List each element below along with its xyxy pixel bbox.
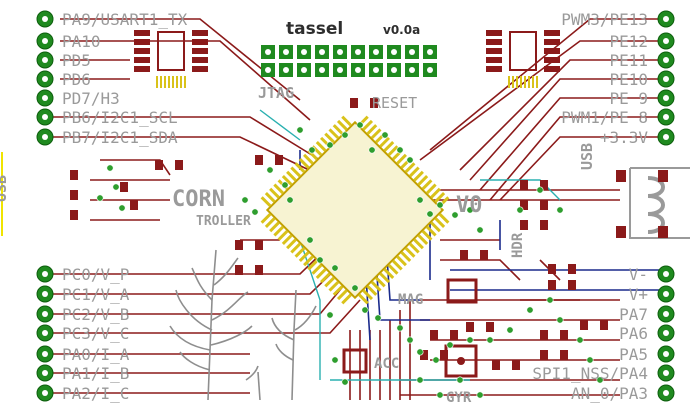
mag-label: MAG [398,292,423,308]
ic-footprint-top-left [134,30,208,88]
accelerometer-ic [342,348,368,374]
pin-label: PWM1/PE 8 [561,108,648,127]
pin-label: PA0/I_A [62,345,130,364]
left-top-pin-labels: PA9/USART1_TX PA10PD5PD6PD7/H3PB6/I2C1_SC… [62,10,188,147]
pin-label: PWM3/PE13 [561,10,648,29]
version-mark: V0 [456,193,483,218]
right-edge-connector [657,10,675,402]
top-copper-traces [52,18,660,400]
pin-label: PA1/I_B [62,364,129,383]
hdr-label: HDR [510,232,526,258]
pin-label: PA7 [619,305,648,324]
gyr-label: GYR [446,390,472,406]
pin-label: PE11 [609,51,648,70]
board-version: v0.0a [383,23,420,37]
pin-label: +3.3V [600,128,649,147]
pin-label: AN_0/PA3 [571,384,648,403]
pin-label: PA10 [62,32,101,51]
pin-label: PE12 [609,32,648,51]
logo-corn: CORN [172,187,225,212]
magnetometer-ic [446,278,478,304]
usb-right-label: USB [578,143,596,170]
pin-label: V+ [629,285,648,304]
pin-label: PC0/V_P [62,265,129,284]
jtag-label: JTAG [258,84,294,102]
vias [96,121,604,399]
usb-left-label: USB [0,175,10,202]
pin-label: PC1/V_A [62,285,130,304]
pin-label: PA5 [619,345,648,364]
pin-label: PC2/V_B [62,305,129,324]
jtag-header [261,45,437,77]
pin-label: PD6 [62,70,91,89]
pin-label: PA9/USART1_TX [62,10,188,29]
mcu-chip [260,115,450,305]
pin-label: PA6 [619,324,648,343]
pin-label: PE10 [609,70,648,89]
board-title: tassel [286,19,343,39]
acc-label: ACC [374,356,399,372]
pin-label: PC3/V_C [62,324,129,343]
usb-right-connector [616,167,690,239]
pin-label: PD5 [62,51,91,70]
logo-troller: TROLLER [196,214,251,229]
reset-label: RESET [372,94,417,112]
pin-label: PB7/I2C1_SDA [62,128,178,147]
passive-components [70,98,608,370]
pin-label: PE 9 [609,89,648,108]
pin-label: PD7/H3 [62,89,120,108]
pin-label: SPI1_NSS/PA4 [532,364,648,383]
corn-plant-art [169,249,317,401]
left-edge-connector [36,10,54,402]
pin-label: V- [629,265,648,284]
pin-label: PB6/I2C1_SCL [62,108,178,127]
pin-label: PA2/I_C [62,384,129,403]
ic-footprint-top-right [486,30,560,88]
gyroscope-ic [444,344,478,378]
